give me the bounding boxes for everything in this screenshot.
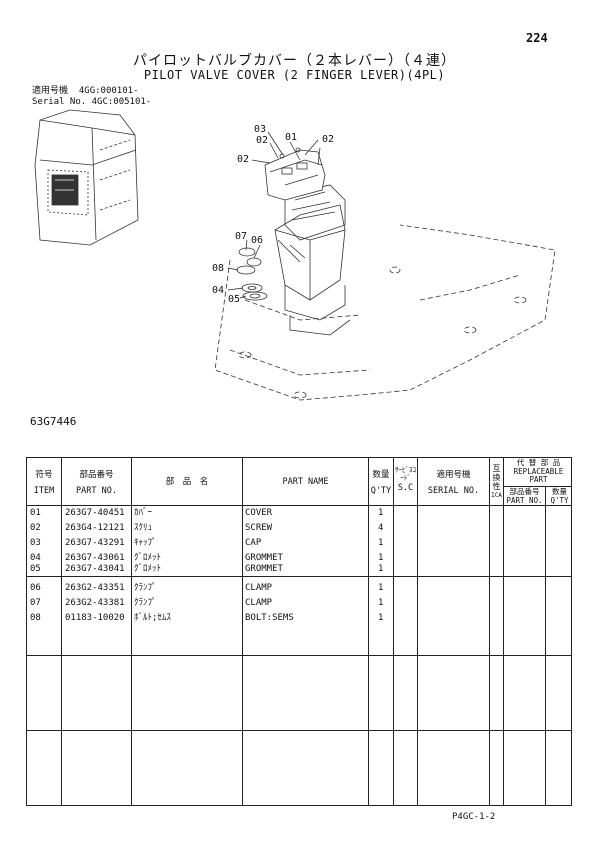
small-parts-drawing: [236, 247, 268, 301]
serial-block: 適用号機 4GG:000101- Serial No. 4GC:005101-: [32, 86, 151, 108]
cab-inset-drawing: [34, 109, 139, 246]
callout-03: 03: [254, 124, 266, 135]
header-part-name: PART NAME: [282, 477, 329, 487]
title-english: PILOT VALVE COVER (2 FINGER LEVER)(4PL): [143, 68, 446, 82]
floor-plate-drawing: [214, 224, 556, 401]
footer-code: P4GC-1-2: [452, 812, 496, 822]
serial-row-1: 適用号機 4GG:000101-: [32, 86, 151, 97]
callout-02-top: 02: [256, 135, 268, 146]
page-number: 224: [526, 31, 548, 45]
callout-06: 06: [251, 235, 263, 246]
serial-label: Serial No.: [32, 97, 87, 107]
callout-04: 04: [212, 285, 224, 296]
cover-drawing: [264, 147, 326, 201]
serial-value: 4GG:000101-: [78, 86, 139, 96]
callout-05: 05: [228, 294, 240, 305]
drawing-number: 63G7446: [30, 415, 77, 428]
header-name-jp: 部 品 名: [165, 477, 209, 487]
title-japanese: パイロットバルブカバー（２本レバー）（４連）: [133, 53, 456, 69]
parts-illustration: 03 02 01 02 02 07 06 08 04 05: [34, 109, 556, 401]
console-drawing: [274, 184, 351, 336]
leader-lines: [227, 131, 321, 299]
callout-02-right: 02: [322, 134, 334, 145]
callout-08: 08: [212, 263, 224, 274]
serial-row-2: Serial No. 4GC:005101-: [32, 97, 151, 108]
serial-value: 4GC:005101-: [91, 97, 152, 107]
callout-07: 07: [235, 231, 247, 242]
callout-01: 01: [285, 132, 297, 143]
serial-label: 適用号機: [32, 86, 69, 96]
callout-02-left: 02: [237, 154, 249, 165]
